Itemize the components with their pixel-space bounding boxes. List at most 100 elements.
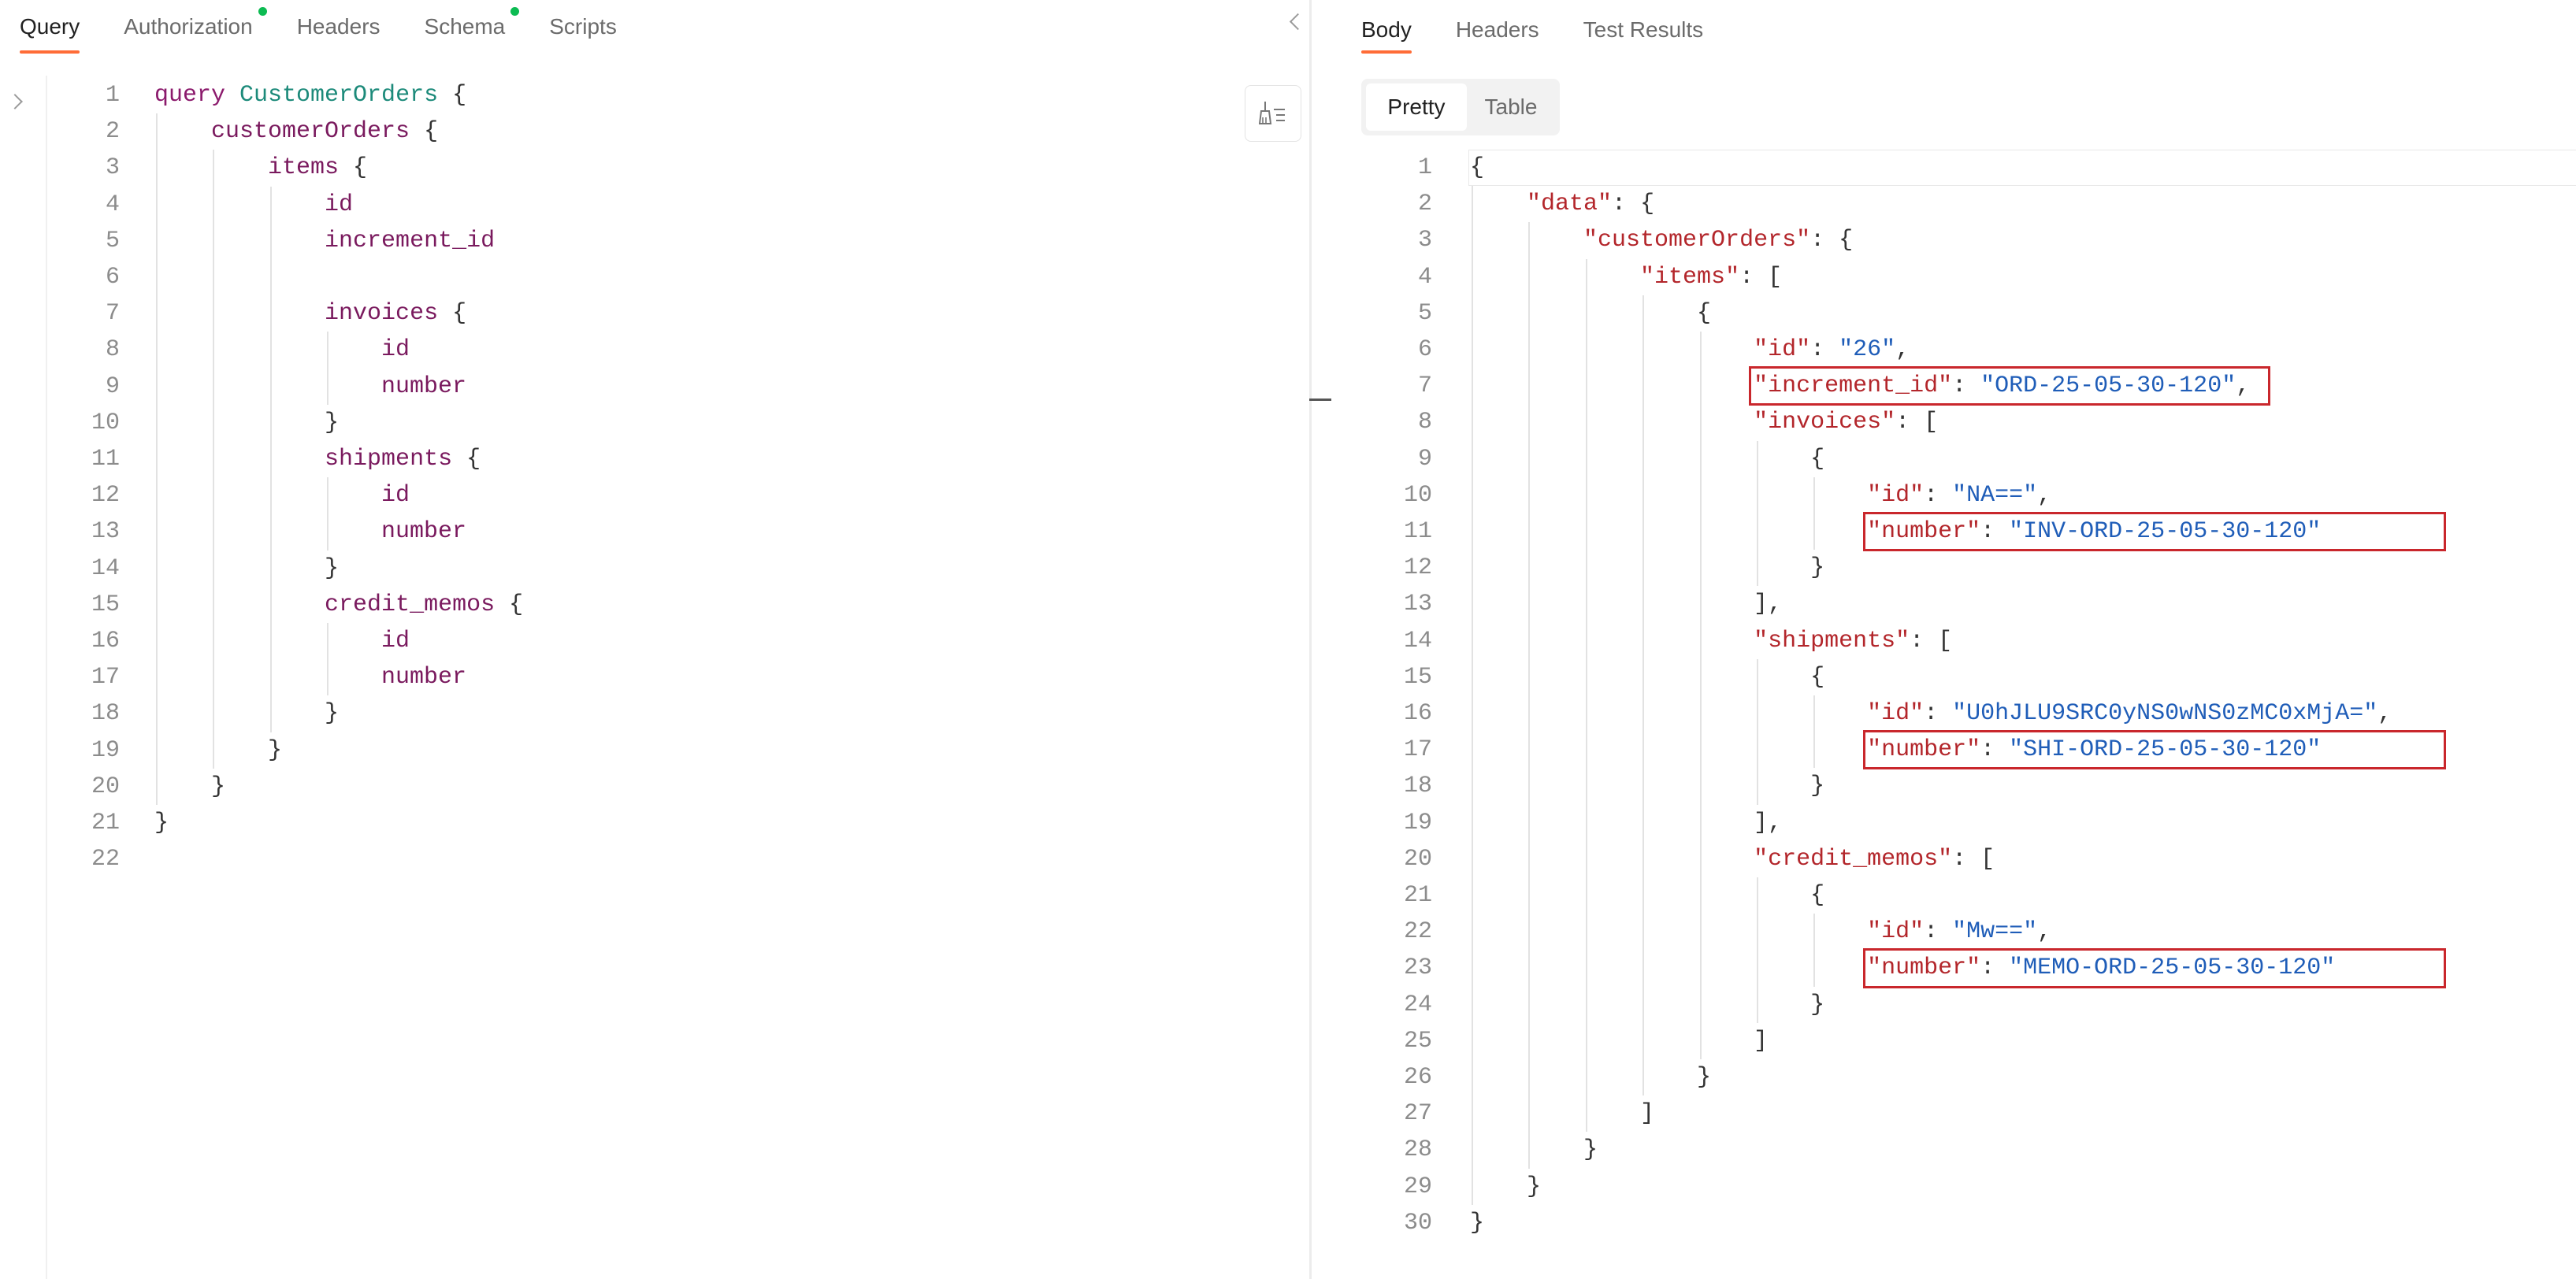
tab-scripts-label: Scripts — [549, 14, 617, 39]
line-number: 9 — [105, 373, 120, 400]
line-number: 15 — [1403, 663, 1432, 691]
line-number: 3 — [1417, 227, 1432, 254]
code-line: } — [268, 736, 283, 764]
code-line: ], — [1470, 591, 1783, 618]
line-number: 5 — [105, 227, 120, 254]
code-line: "id": "26", — [1754, 336, 1910, 363]
code-line: } — [1470, 1209, 1485, 1236]
line-number: 6 — [105, 264, 120, 291]
indent-guide — [1585, 258, 1587, 1133]
line-number: 7 — [1417, 373, 1432, 400]
indent-guide — [1642, 295, 1645, 1096]
tab-authorization-label: Authorization — [124, 14, 253, 39]
tab-headers[interactable]: Headers — [297, 0, 380, 55]
code-line: ] — [1470, 1027, 1769, 1055]
indent-guide — [1813, 914, 1816, 987]
highlight-box — [1749, 366, 2270, 406]
response-tabs: Body Headers Test Results — [1361, 0, 1747, 55]
status-dot — [510, 7, 520, 16]
line-number: 20 — [1403, 845, 1432, 873]
line-number: 1 — [105, 82, 120, 109]
highlight-box — [1862, 730, 2446, 770]
chevron-right-icon[interactable] — [7, 94, 23, 109]
indent-guide — [269, 186, 272, 732]
line-number: 5 — [1417, 299, 1432, 327]
code-line: "invoices": [ — [1754, 409, 1939, 436]
line-number: 10 — [91, 409, 120, 436]
indent-guide — [1757, 658, 1758, 805]
code-line: "number": "INV-ORD-25-05-30-120" — [1867, 518, 2322, 545]
highlight-box — [1862, 948, 2446, 988]
gutter-divider — [46, 76, 47, 1279]
code-line: "increment_id": "ORD-25-05-30-120", — [1754, 373, 2251, 400]
code-line: increment_id — [325, 227, 496, 254]
code-line: } — [154, 810, 169, 836]
indent-guide — [1699, 332, 1702, 1059]
line-number: 23 — [1403, 955, 1432, 982]
table-button[interactable]: Table — [1467, 83, 1555, 131]
line-number: 18 — [1403, 773, 1432, 800]
line-number: 24 — [1403, 991, 1432, 1018]
code-line: "number": "MEMO-ORD-25-05-30-120" — [1867, 955, 2336, 982]
code-line: invoices { — [325, 300, 467, 328]
response-pane: Body Headers Test Results Pretty Table 1… — [1333, 0, 2576, 1279]
line-number: 18 — [91, 700, 120, 728]
code-line: } — [1470, 1064, 1712, 1091]
line-number: 11 — [1403, 518, 1432, 545]
code-line: id — [381, 482, 410, 510]
code-line: customerOrders { — [211, 118, 439, 146]
pretty-label: Pretty — [1387, 95, 1446, 119]
code-line: "id": "NA==", — [1867, 481, 2052, 509]
tab-query[interactable]: Query — [20, 0, 80, 55]
tab-body[interactable]: Body — [1361, 0, 1412, 58]
request-tabs: Query Authorization Headers Schema Scrip… — [20, 0, 661, 55]
code-line: "customerOrders": { — [1583, 227, 1854, 254]
line-number: 30 — [1403, 1209, 1432, 1236]
indent-guide — [213, 150, 215, 769]
resize-handle[interactable] — [1309, 399, 1331, 401]
code-line: shipments { — [325, 446, 481, 473]
line-number: 20 — [91, 773, 120, 800]
tab-query-label: Query — [20, 14, 80, 39]
line-number: 7 — [105, 300, 120, 328]
line-number: 22 — [1403, 918, 1432, 946]
line-number: 27 — [1403, 1100, 1432, 1128]
indent-guide — [1757, 877, 1758, 1023]
line-number: 1 — [1417, 154, 1432, 181]
current-line-highlight — [1468, 150, 2576, 186]
code-line: } — [1470, 991, 1825, 1018]
beautify-button[interactable] — [1245, 85, 1301, 142]
line-number: 13 — [91, 518, 120, 546]
code-line: { — [1470, 663, 1825, 691]
code-line: id — [325, 191, 354, 218]
code-line: } — [1470, 1136, 1598, 1164]
tab-response-headers[interactable]: Headers — [1456, 0, 1539, 58]
line-number: 16 — [91, 628, 120, 654]
query-editor-pane: Query Authorization Headers Schema Scrip… — [7, 0, 1307, 1279]
code-line: query CustomerOrders { — [154, 82, 467, 109]
beautify-icon — [1259, 102, 1285, 124]
tab-scripts[interactable]: Scripts — [549, 0, 617, 55]
tab-test-results[interactable]: Test Results — [1583, 0, 1704, 58]
indent-guide — [327, 477, 329, 551]
pretty-button[interactable]: Pretty — [1366, 83, 1467, 131]
line-number: 16 — [1403, 700, 1432, 727]
line-number: 4 — [105, 191, 120, 218]
indent-guide — [1757, 440, 1758, 587]
code-line: { — [1470, 299, 1712, 327]
line-number: 29 — [1403, 1173, 1432, 1200]
indent-guide — [327, 623, 329, 696]
tab-schema[interactable]: Schema — [425, 0, 520, 55]
indent-guide — [327, 332, 329, 405]
line-number: 13 — [1403, 591, 1432, 618]
code-line: { — [1470, 154, 1485, 181]
code-line: items { — [268, 154, 368, 182]
indent-guide — [1472, 186, 1473, 1205]
tab-authorization[interactable]: Authorization — [124, 0, 267, 55]
indent-guide — [1528, 222, 1531, 1169]
line-number: 14 — [91, 554, 120, 582]
chevron-left-icon[interactable] — [1289, 13, 1307, 31]
pane-divider[interactable] — [1309, 0, 1312, 1279]
code-line: "items": [ — [1640, 263, 1783, 291]
line-number: 12 — [1403, 554, 1432, 582]
